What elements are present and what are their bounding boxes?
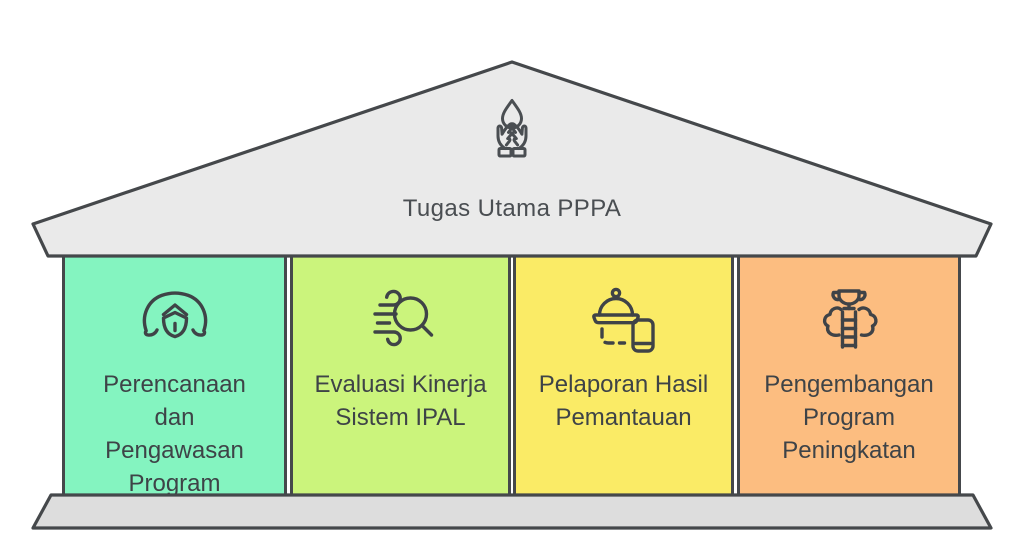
pillar-pelaporan: Pelaporan Hasil Pemantauan [513,253,734,497]
pillar-perencanaan: Perencanaan dan Pengawasan Program [62,253,287,497]
pillar-label: Pengembangan Program Peningkatan [740,368,958,467]
pillar-text-line: Program [802,404,896,431]
pillar-text-line: Pemantauan [555,404,692,431]
pillar-text-line: Pengawasan [105,437,244,464]
pillar-text-line: Peningkatan [782,437,916,464]
pillar-label: Evaluasi Kinerja Sistem IPAL [293,368,508,434]
person-mask-icon [137,280,213,356]
wind-magnifier-icon [363,280,439,356]
pillar-label: Pelaporan Hasil Pemantauan [516,368,731,434]
pillar-text-line: Perencanaan [103,371,246,398]
pillar-text-line: Pengembangan [764,371,934,398]
trophy-ladder-icon [811,280,887,356]
pillar-pengembangan: Pengembangan Program Peningkatan [737,253,961,497]
pillar-evaluasi: Evaluasi Kinerja Sistem IPAL [290,253,511,497]
pillar-text-line: Sistem IPAL [335,404,466,431]
pillar-text-line: Program [128,470,221,497]
pillar-text-line: Evaluasi Kinerja [314,371,487,398]
pillar-text-line: Pelaporan Hasil [538,371,709,398]
hands-water-drop-icon [478,93,546,161]
diagram-title: Tugas Utama PPPA [402,195,622,222]
pillar-label: Perencanaan dan Pengawasan Program [65,368,284,500]
cloche-phone-icon [586,280,662,356]
pillar-text-line: dan [154,404,195,431]
